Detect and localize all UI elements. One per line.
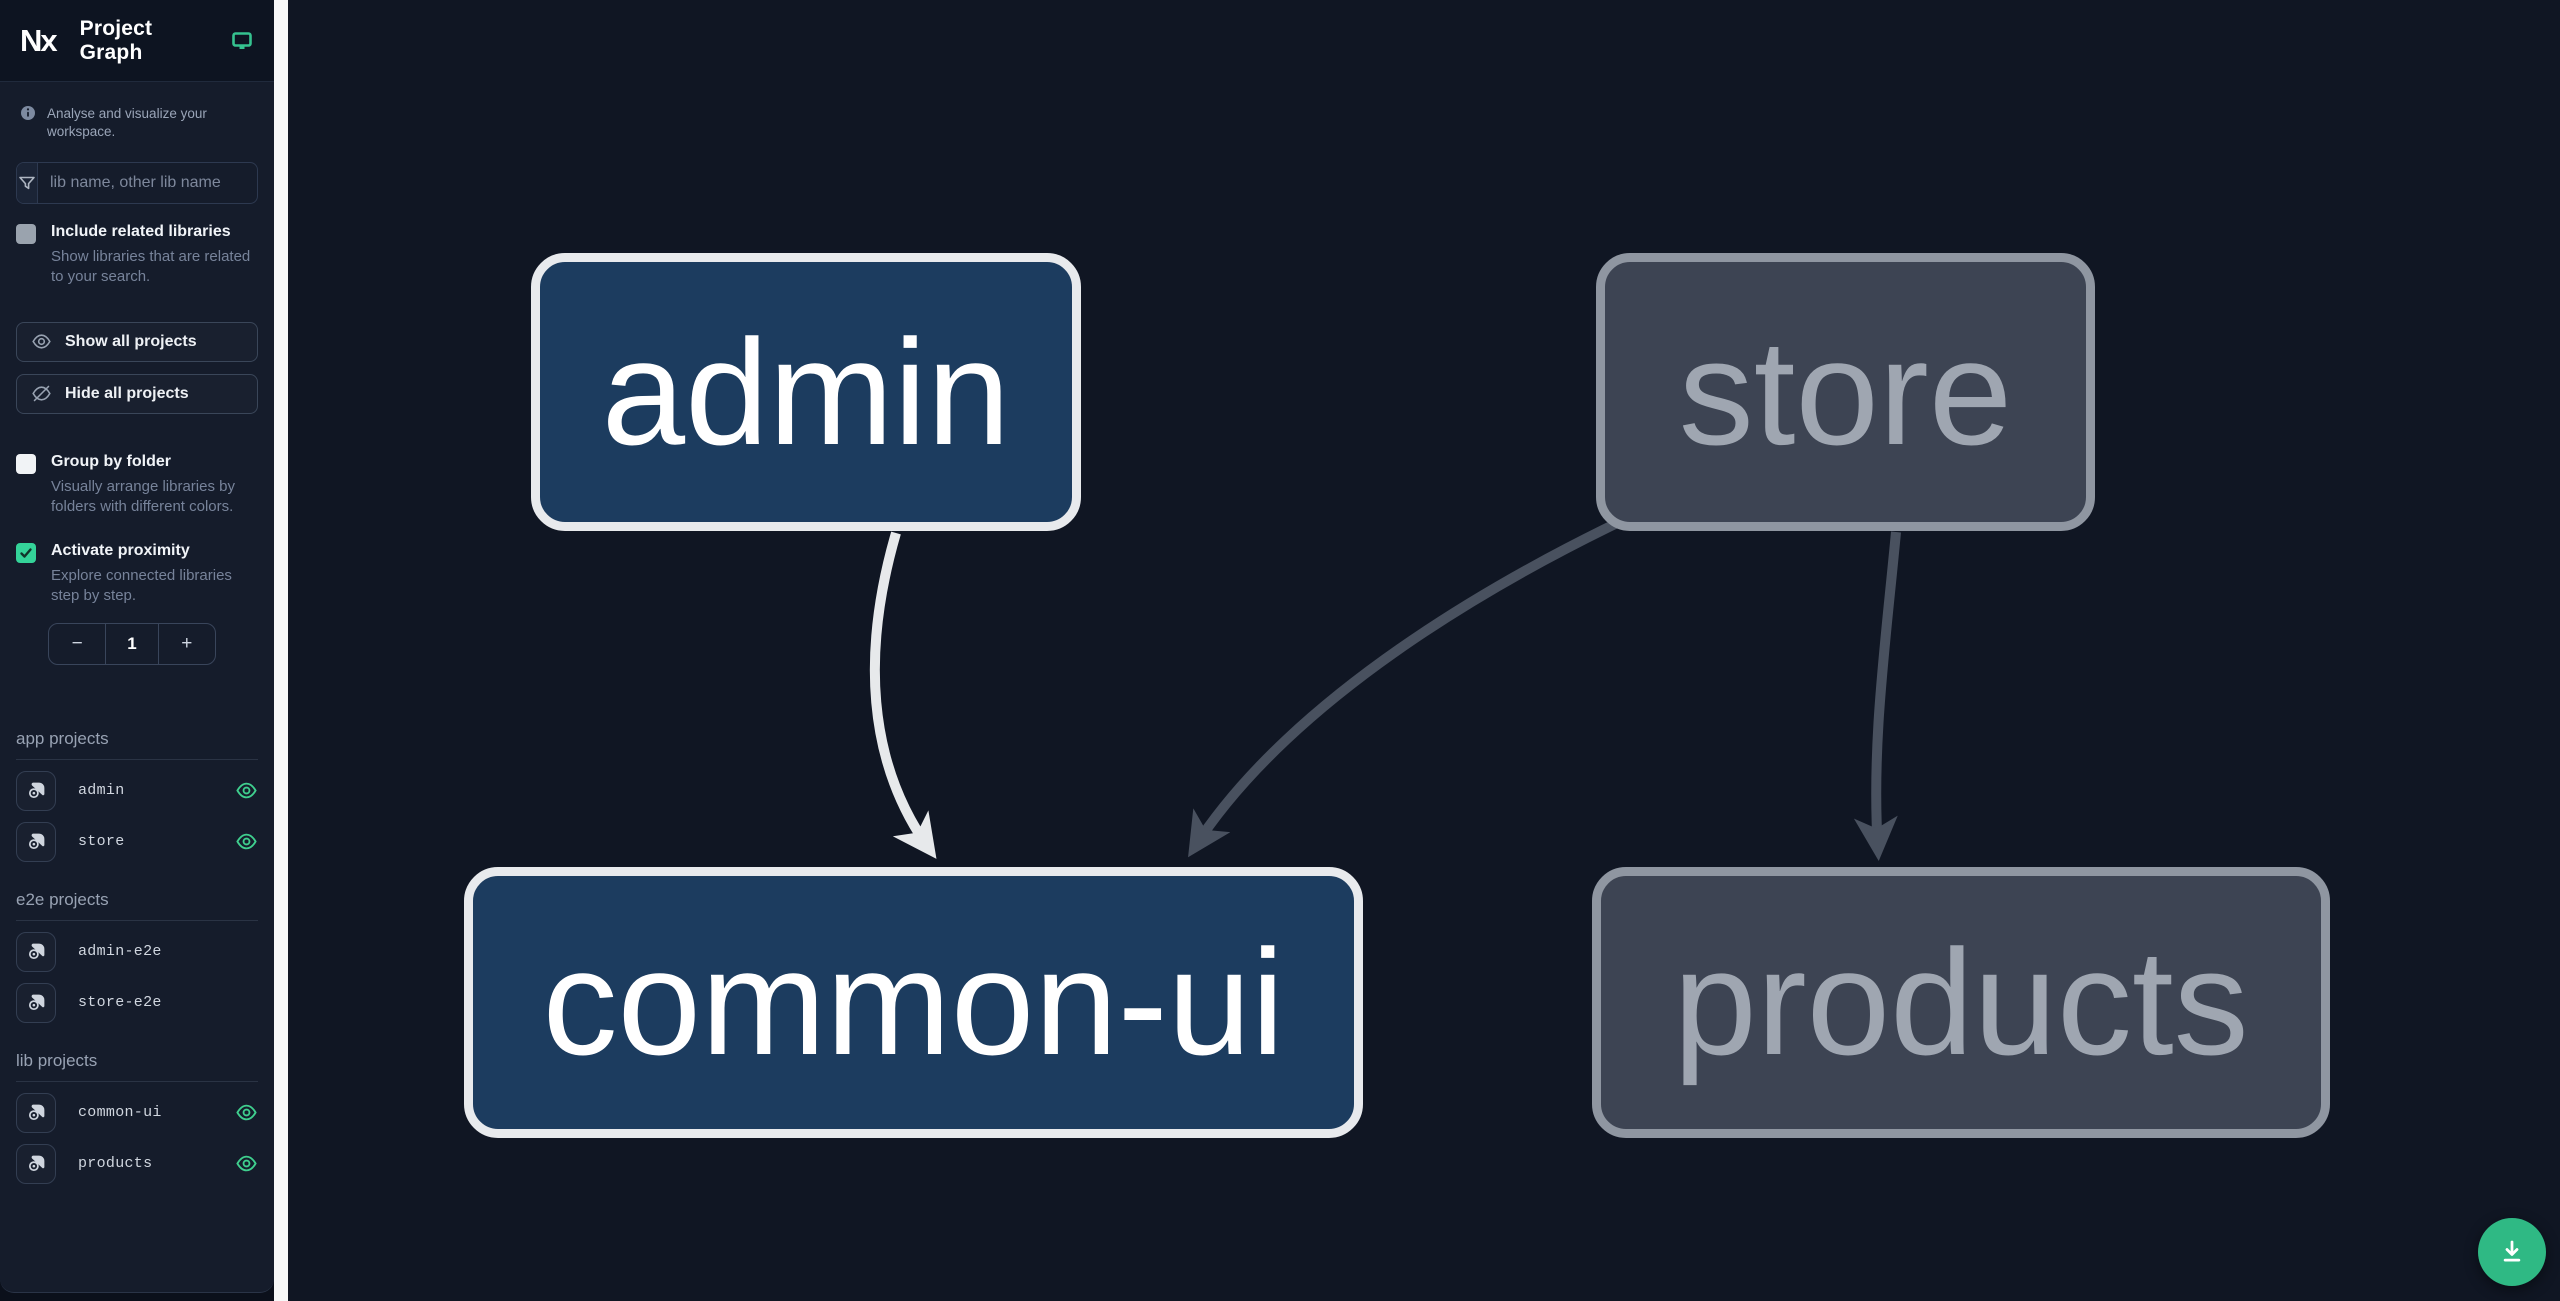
project-row-admin: admin (16, 770, 258, 811)
check-icon (20, 548, 32, 558)
sidebar: Nx Project Graph Analyse and visualize y… (0, 0, 274, 1293)
group-by-folder-label: Group by folder (51, 452, 171, 470)
search-input[interactable] (38, 163, 257, 204)
project-name: admin (78, 782, 125, 800)
include-related-checkbox[interactable] (16, 224, 36, 245)
group-by-folder-block: Group by folder Visually arrange librari… (16, 452, 258, 518)
toggle-visibility-button[interactable] (235, 830, 258, 853)
edge-store-to-products[interactable] (1853, 531, 1901, 861)
graph-canvas[interactable]: admin store common-ui products (288, 0, 2560, 1301)
project-name: admin-e2e (78, 943, 162, 961)
eye-icon (236, 833, 257, 850)
hide-all-projects-label: Hide all projects (65, 384, 189, 402)
project-name: store (78, 833, 125, 851)
proximity-decrement-button[interactable]: − (49, 624, 105, 664)
eye-icon (236, 1155, 257, 1172)
graph-node-store[interactable]: store (1596, 253, 2095, 531)
activate-proximity-description: Explore connected libraries step by step… (51, 567, 232, 605)
project-row-common-ui: common-ui (16, 1092, 258, 1133)
project-name: products (78, 1155, 153, 1173)
show-all-projects-label: Show all projects (65, 332, 197, 350)
activate-proximity-block: Activate proximity Explore connected lib… (16, 541, 258, 607)
workspace-tagline-row: Analyse and visualize your workspace. (0, 82, 274, 140)
funnel-icon (17, 163, 38, 204)
include-related-block: Include related libraries Show libraries… (16, 222, 258, 288)
project-row-admin-e2e: admin-e2e (16, 931, 258, 972)
nx-logo: Nx (20, 22, 58, 58)
group-by-folder-description: Visually arrange libraries by folders wi… (51, 477, 235, 515)
section-title-app-projects: app projects (16, 729, 258, 760)
sidebar-divider (274, 0, 288, 1301)
focus-project-button[interactable] (16, 1092, 56, 1133)
proximity-depth-stepper: − 1 + (48, 622, 216, 665)
project-row-store: store (16, 821, 258, 862)
focus-project-button[interactable] (16, 821, 56, 862)
focus-project-icon (28, 1104, 44, 1121)
include-related-description: Show libraries that are related to your … (51, 248, 251, 286)
eye-icon (31, 331, 52, 352)
proximity-increment-button[interactable]: + (159, 624, 215, 664)
project-row-products: products (16, 1143, 258, 1184)
show-all-projects-button[interactable]: Show all projects (16, 321, 258, 362)
focus-project-icon (28, 782, 44, 799)
theme-toggle-button[interactable] (230, 29, 254, 53)
activate-proximity-checkbox[interactable] (16, 543, 36, 564)
focus-project-icon (28, 994, 44, 1011)
section-title-e2e-projects: e2e projects (16, 890, 258, 921)
download-graph-button[interactable] (2478, 1218, 2546, 1286)
focus-project-button[interactable] (16, 982, 56, 1023)
eye-off-icon (31, 383, 52, 404)
group-by-folder-checkbox[interactable] (16, 453, 36, 474)
app-header: Nx Project Graph (0, 0, 274, 82)
activate-proximity-label: Activate proximity (51, 542, 190, 560)
toggle-visibility-button[interactable] (235, 779, 258, 802)
project-name: store-e2e (78, 994, 162, 1012)
focus-project-button[interactable] (16, 770, 56, 811)
eye-icon (236, 1104, 257, 1121)
focus-project-icon (28, 1155, 44, 1172)
proximity-depth-value: 1 (105, 623, 159, 664)
workspace-tagline: Analyse and visualize your workspace. (47, 106, 207, 139)
eye-icon (236, 782, 257, 799)
include-related-label: Include related libraries (51, 223, 231, 241)
section-title-lib-projects: lib projects (16, 1051, 258, 1082)
project-filter (16, 162, 258, 205)
focus-project-icon (28, 833, 44, 850)
focus-project-button[interactable] (16, 1143, 56, 1184)
hide-all-projects-button[interactable]: Hide all projects (16, 373, 258, 414)
edge-admin-to-common-ui[interactable] (869, 531, 937, 859)
focus-project-button[interactable] (16, 931, 56, 972)
project-name: common-ui (78, 1104, 162, 1122)
graph-node-admin[interactable]: admin (531, 253, 1081, 531)
graph-node-common-ui[interactable]: common-ui (464, 867, 1363, 1138)
toggle-visibility-button[interactable] (235, 1101, 258, 1124)
page-title: Project Graph (79, 16, 153, 64)
focus-project-icon (28, 943, 44, 960)
graph-node-products[interactable]: products (1592, 867, 2330, 1138)
download-icon (2503, 1240, 2521, 1262)
monitor-icon (230, 29, 254, 53)
project-row-store-e2e: store-e2e (16, 982, 258, 1023)
toggle-visibility-button[interactable] (235, 1152, 258, 1175)
info-icon (20, 105, 36, 121)
